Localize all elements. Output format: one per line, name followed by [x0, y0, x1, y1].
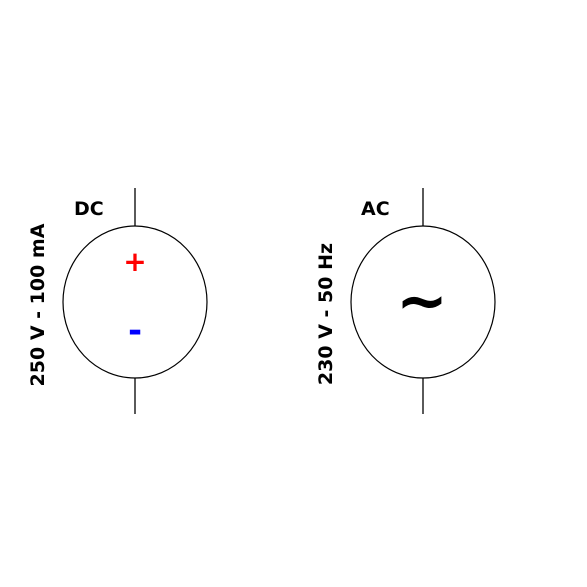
- dc-type-label: DC: [74, 198, 104, 220]
- dc-negative-terminal-symbol: -: [128, 311, 142, 351]
- ac-type-label: AC: [361, 198, 390, 220]
- dc-source-symbol: DC + - 250 V - 100 mA: [27, 188, 208, 414]
- dc-rating-label: 250 V - 100 mA: [27, 223, 49, 386]
- ac-rating-label: 230 V - 50 Hz: [315, 243, 337, 385]
- ac-wave-symbol: ~: [396, 264, 448, 337]
- dc-positive-terminal-symbol: +: [123, 245, 146, 278]
- ac-source-symbol: AC ~ 230 V - 50 Hz: [315, 188, 496, 414]
